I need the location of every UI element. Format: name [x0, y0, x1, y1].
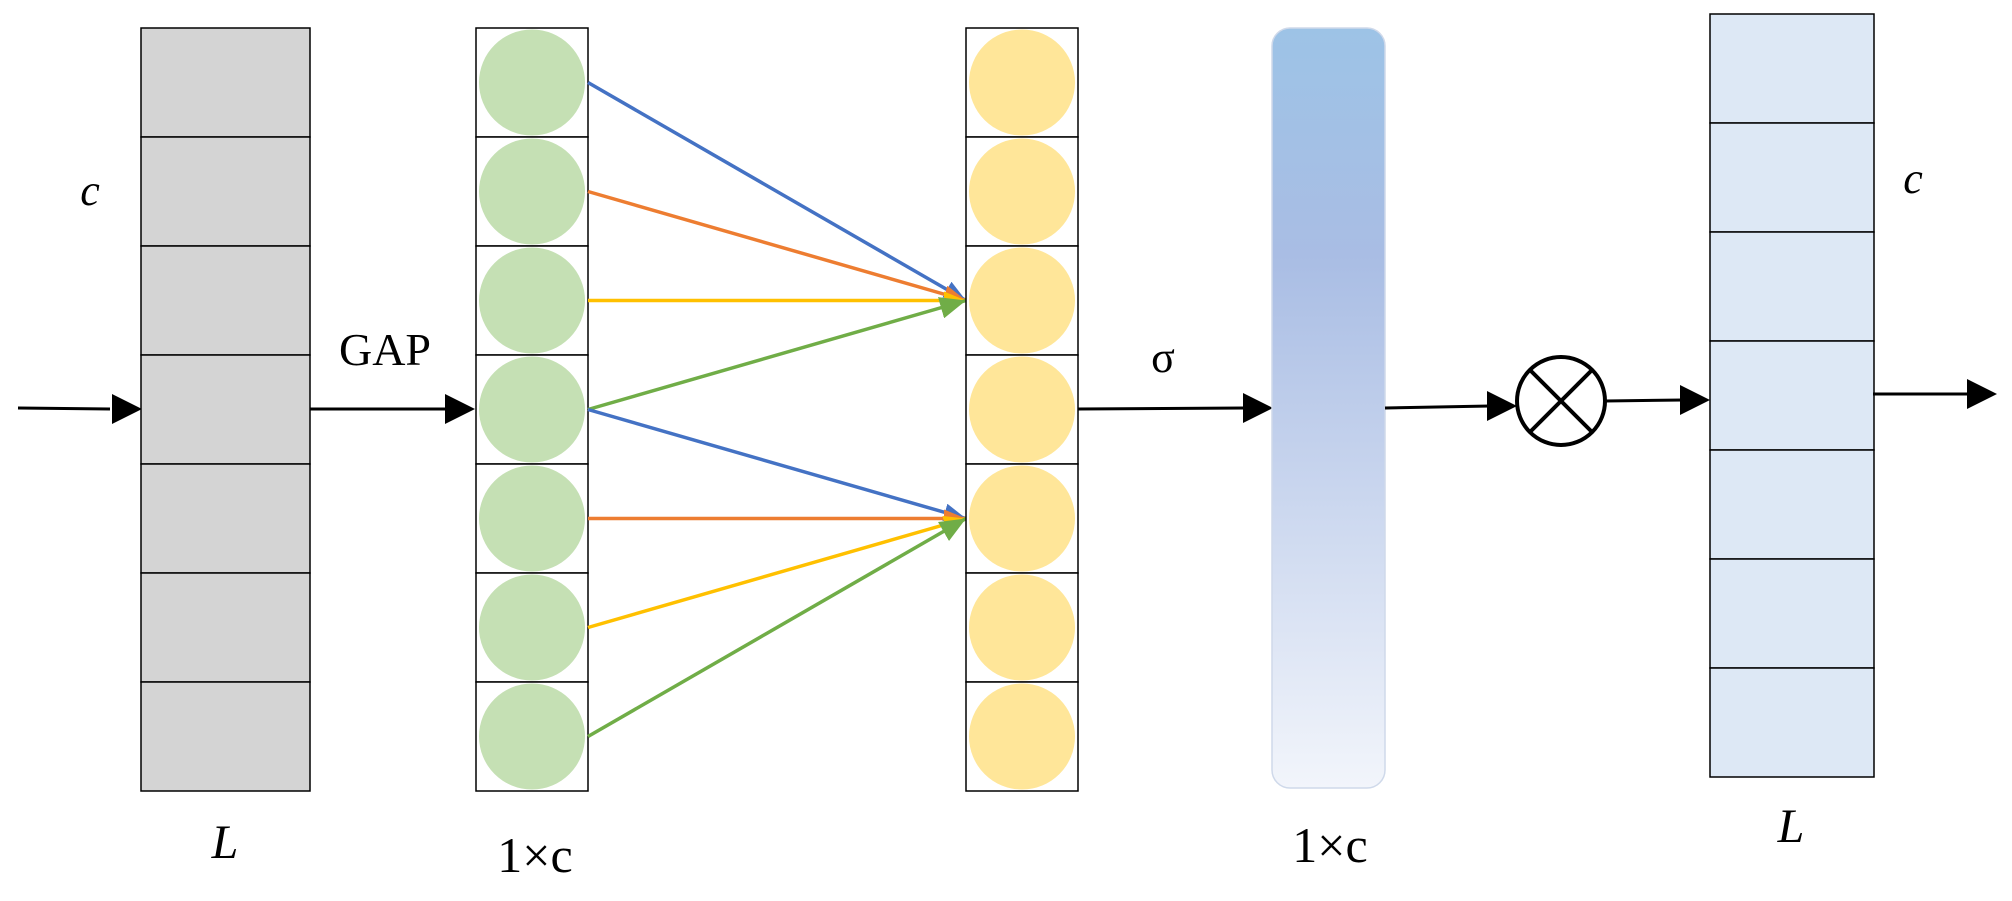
output-cell [1709, 667, 1875, 778]
input-cell [140, 245, 311, 356]
gap-node [479, 574, 585, 681]
output-length-label: L [1777, 800, 1805, 853]
gap-node [479, 247, 585, 354]
input-channel-label: c [80, 166, 100, 215]
gap-node [479, 138, 585, 245]
conv-node [969, 138, 1075, 245]
input-cell [140, 572, 311, 683]
conv-node [969, 574, 1075, 681]
sigma-arrow [1077, 393, 1273, 423]
gap-vector-column [475, 27, 589, 792]
connection-edge [587, 515, 967, 630]
input-length-label: L [211, 816, 239, 869]
gap-node [479, 465, 585, 572]
connection-edge [587, 516, 967, 739]
conv-output-column [965, 27, 1079, 792]
connection-edge [587, 407, 967, 522]
gap-label: GAP [339, 324, 431, 375]
sigma-label: σ [1151, 333, 1175, 382]
conv1d-connections [587, 80, 967, 739]
multiply-to-output-arrow [1604, 385, 1710, 415]
conv-node [969, 29, 1075, 136]
input-feature-block [140, 27, 311, 792]
conv-node [969, 683, 1075, 790]
gap-arrow [310, 394, 475, 424]
gap-node [479, 29, 585, 136]
input-cell [140, 354, 311, 465]
output-feature-block [1709, 13, 1875, 778]
connection-edge [587, 189, 967, 304]
gap-vector-dim-text: 1×c [497, 827, 572, 883]
gap-node [479, 356, 585, 463]
output-cell [1709, 449, 1875, 560]
conv-node [969, 465, 1075, 572]
input-cell [140, 136, 311, 247]
output-arrow [1873, 379, 1997, 409]
connection-edge [587, 80, 967, 303]
output-cell [1709, 558, 1875, 669]
output-cell [1709, 231, 1875, 342]
connection-edge [587, 297, 967, 412]
gap-vector-dim-label: 1×c [497, 827, 572, 883]
circled-times-icon [1515, 355, 1607, 447]
weight-to-multiply-arrow [1384, 391, 1517, 421]
input-arrow [17, 394, 142, 424]
output-cell [1709, 340, 1875, 451]
output-cell [1709, 13, 1875, 124]
conv-node [969, 247, 1075, 354]
conv-node [969, 356, 1075, 463]
gap-node [479, 683, 585, 790]
input-cell [140, 463, 311, 574]
weight-vector-dim-label: 1×c [1292, 817, 1367, 873]
input-cell [140, 27, 311, 138]
input-cell [140, 681, 311, 792]
channel-weight-bar [1271, 27, 1386, 789]
output-cell [1709, 122, 1875, 233]
output-channel-label: c [1903, 154, 1923, 203]
